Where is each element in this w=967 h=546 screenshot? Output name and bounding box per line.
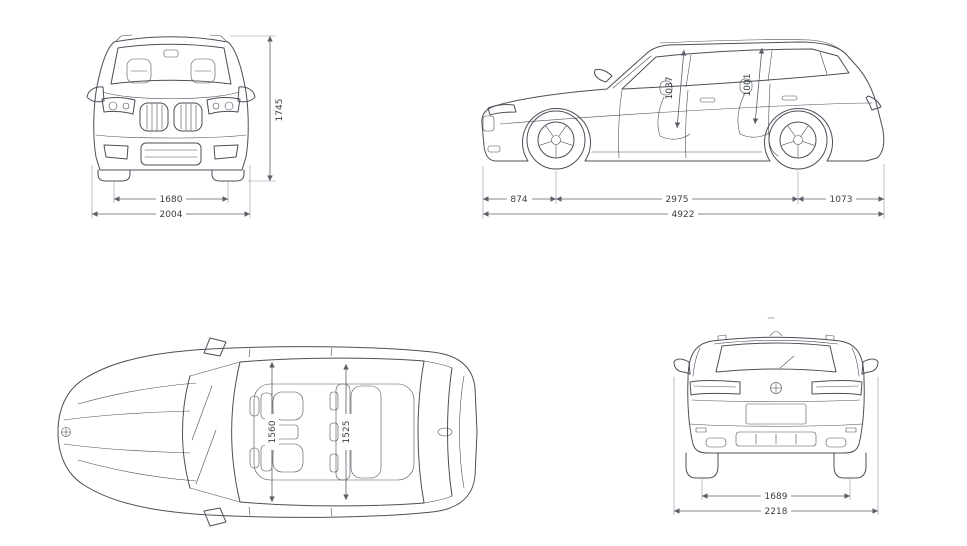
side-front-headroom-label: 1037 (665, 77, 675, 100)
fog-light-right (213, 144, 239, 160)
diffuser (735, 431, 817, 447)
side-length-dimensions: 874 2975 1073 4922 (482, 164, 885, 220)
reflector-left (695, 427, 707, 433)
overall-length-label: 4922 (672, 210, 695, 220)
rear-wheel-right (833, 452, 867, 479)
rear-track-label: 1689 (765, 492, 788, 502)
panorama-roof (253, 383, 415, 481)
front-overhang-label: 874 (510, 195, 527, 205)
front-track-dimension: 1680 (113, 182, 229, 205)
fog-light (487, 145, 501, 153)
front-height-dimension: 1745 (230, 35, 285, 182)
front-width-dimension: 2004 (91, 165, 251, 220)
bmw-logo-icon (61, 427, 71, 437)
rear-width-label: 2218 (765, 507, 788, 517)
headlight-left (101, 97, 136, 115)
fog-light-left (103, 144, 129, 160)
front-wheel (526, 110, 586, 170)
d-pillar (819, 51, 828, 75)
mirror-top (203, 337, 227, 357)
shark-fin-antenna (437, 427, 453, 437)
license-plate-recess (745, 403, 807, 425)
kidney-grille-icon (139, 102, 203, 132)
side-rear-headroom-dimension: 1001 (743, 47, 765, 125)
lower-intake (140, 142, 202, 166)
rear-track-dimension: 1689 (701, 479, 851, 502)
front-door-handle (699, 97, 716, 103)
mirror-bottom (203, 507, 227, 527)
tail-light (865, 95, 882, 111)
tail-light-left (689, 380, 741, 396)
rear-wheel-left (685, 452, 719, 479)
front-view-drawing (86, 34, 256, 182)
front-height-label: 1745 (275, 99, 285, 122)
side-mirror (594, 68, 613, 83)
top-front-width-dimension: 1560 (265, 362, 279, 502)
bumper-line (95, 134, 247, 139)
spoiler-line (713, 339, 839, 345)
grille-side (482, 115, 495, 132)
a-pillar (612, 55, 652, 89)
side-rear-headroom-label: 1001 (743, 74, 753, 97)
driver-seat (126, 58, 152, 84)
rear-view-drawing (673, 317, 879, 479)
exhaust-left (705, 437, 727, 448)
side-mirror-right (237, 86, 256, 103)
mirror-left-rear (673, 358, 691, 375)
front-wheel-right (211, 169, 245, 182)
top-view-drawing (57, 337, 478, 527)
roof-rail-left (115, 34, 133, 42)
windshield-base (182, 375, 191, 489)
top-rear-width-label: 1525 (342, 421, 352, 444)
b-pillar (685, 54, 692, 88)
wheelbase-label: 2975 (666, 195, 689, 205)
rear-wheel (768, 110, 828, 170)
headlight-right (206, 97, 241, 115)
bmw-logo-icon-rear (770, 382, 782, 394)
shark-fin (769, 331, 783, 337)
tailgate-edge (459, 375, 465, 489)
front-track-label: 1680 (160, 195, 183, 205)
roof-rails (717, 334, 835, 341)
c-pillar (767, 50, 773, 82)
front-width-label: 2004 (160, 210, 183, 220)
front-wheel-left (97, 169, 131, 182)
glasshouse (621, 48, 850, 90)
door-split-seam (685, 89, 689, 159)
rear-overhang-label: 1073 (830, 195, 853, 205)
rear-wiper (779, 355, 795, 369)
windshield (110, 43, 232, 85)
rear-door-handle (781, 95, 798, 101)
character-line (499, 102, 873, 125)
roof-rail-right (209, 34, 227, 42)
tailgate-line (691, 399, 861, 402)
bumper-line-rear (689, 423, 863, 427)
side-view-drawing (481, 39, 885, 170)
roof-rail (659, 39, 844, 53)
reflector-right (845, 427, 857, 433)
rear-window-rear-edge (447, 367, 453, 497)
rearview-mirror (163, 49, 179, 58)
side-front-headroom-dimension: 1037 (665, 49, 687, 129)
roof-front-edge (231, 361, 241, 503)
mirror-right-rear (861, 358, 879, 375)
front-door-seam (618, 89, 623, 159)
top-front-width-label: 1560 (268, 420, 278, 443)
wipers (191, 385, 217, 485)
rear-width-dimension: 2218 (673, 377, 879, 517)
headlight (487, 104, 517, 116)
exhaust-right (825, 437, 847, 448)
passenger-seat (190, 58, 216, 84)
rear-window (715, 342, 837, 373)
rear-window-front-edge (417, 360, 425, 504)
side-mirror-left (86, 86, 105, 103)
tail-light-right (811, 380, 863, 396)
top-rear-width-dimension: 1525 (339, 364, 353, 500)
rear-bench (329, 383, 382, 481)
interior-seats (657, 78, 771, 140)
